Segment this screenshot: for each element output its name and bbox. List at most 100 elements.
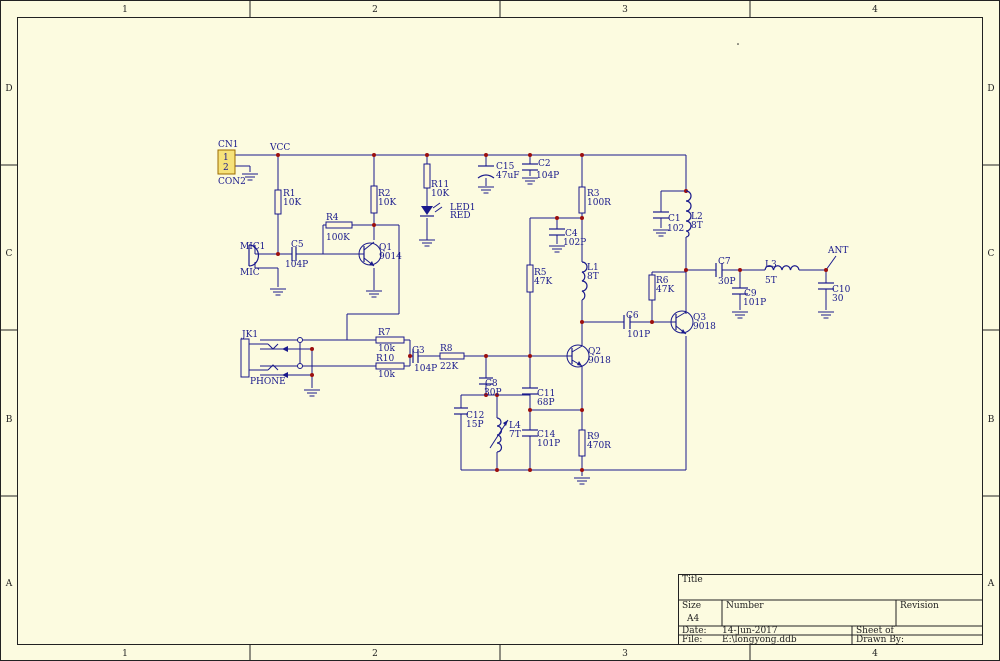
row-label: B [988,415,995,425]
resistor-r10: R10 10k [375,354,405,380]
c15-ref: C15 [496,162,515,172]
c4-ref: C4 [565,229,578,239]
row-label: D [987,84,994,94]
r11-ref: R11 [431,180,449,190]
row-label: C [988,249,995,259]
size-value: A4 [686,614,699,624]
r10-ref: R10 [376,354,395,364]
jk1-ref: JK1 [241,330,258,340]
c8-ref: C8 [485,379,498,389]
cn1-value: CON2 [218,177,246,187]
c12-ref: C12 [466,411,484,421]
row-label: A [987,579,995,589]
q1-ref: Q1 [379,243,392,253]
mic1-ref: MIC1 [240,242,265,252]
capacitor-c4: C4 102P [548,228,586,253]
r9-ref: R9 [587,432,600,442]
l2-ref: L2 [691,212,703,222]
q2-value: 9018 [588,356,611,366]
vcc-label: VCC [269,143,290,153]
col-label: 2 [372,5,378,15]
c14-ref: C14 [537,430,556,440]
resistor-r8: R8 22K [439,344,465,372]
transistor-q1: Q1 9014 [358,241,402,298]
size-label: Size [682,601,701,611]
c11-value: 68P [537,398,555,408]
drawn-by-label: Drawn By: [856,635,904,645]
c7-ref: C7 [718,257,731,267]
capacitor-c5: C5 104P [285,240,308,270]
c5-value: 104P [285,260,308,270]
col-label: 1 [122,649,128,659]
c12-value: 15P [466,420,484,430]
c3-value: 104P [414,364,437,374]
led1-value: RED [450,211,471,221]
row-label: C [6,249,13,259]
c15-value: 47uF [496,171,520,181]
c2-value: 104P [536,171,559,181]
r8-value: 22K [440,362,458,372]
capacitor-c2: C2 104P [521,159,559,185]
l1-ref: L1 [587,263,599,273]
cn1-ref: CN1 [218,140,239,150]
c7-value: 30P [718,277,736,287]
jk1-value: PHONE [250,377,286,387]
cn1-pin1: 1 [223,153,229,163]
l4-ref: L4 [509,421,521,431]
c6-value: 101P [627,330,650,340]
capacitor-c6: C6 101P [623,311,650,340]
r5-value: 47K [534,277,552,287]
q1-value: 9014 [379,252,402,262]
inductor-l1: L1 8T [581,261,599,301]
microphone-mic1: MIC1 MIC [240,242,287,296]
r8-ref: R8 [440,344,453,354]
r4-value: 100K [326,233,350,243]
sheet-label: Sheet of [856,626,895,636]
capacitor-c3: C3 104P [412,346,437,374]
resistor-r2: R2 10K [370,185,396,214]
col-label: 4 [872,5,878,15]
col-label: 3 [622,649,628,659]
inductor-l2: L2 8T [685,190,703,238]
r11-value: 10K [431,189,449,199]
number-label: Number [726,601,764,611]
title-block: Title Size A4 Number Revision Date: 14-J… [678,574,983,645]
c6-ref: C6 [626,311,639,321]
transistor-q2: Q2 9018 [566,344,611,368]
resistor-r11: R11 10K [423,163,449,199]
c9-value: 101P [743,298,766,308]
junctions [276,153,828,472]
col-label: 2 [372,649,378,659]
file-label: File: [682,635,702,645]
row-label: B [6,415,13,425]
c2-ref: C2 [538,159,551,169]
resistor-r4: R4 100K [325,213,353,243]
resistor-r5: R5 47K [526,264,552,293]
l1-value: 8T [587,272,599,282]
resistor-r3: R3 100R [578,186,611,214]
c10-ref: C10 [832,285,851,295]
date-value: 14-Jun-2017 [722,626,778,636]
capacitor-c1: C1 102 [652,211,684,237]
capacitor-c8: C8 30P [479,377,502,398]
c5-ref: C5 [291,240,304,250]
resistor-r6: R6 47K [648,274,674,301]
mic1-value: MIC [240,268,260,278]
c11-ref: C11 [537,389,555,399]
l3-ref: L3 [765,260,777,270]
resistor-r9: R9 470R [573,429,611,485]
r9-value: 470R [587,441,611,451]
col-label: 3 [622,5,628,15]
r5-ref: R5 [534,268,547,278]
r6-value: 47K [656,285,674,295]
c3-ref: C3 [412,346,425,356]
l4-value: 7T [509,430,521,440]
stray-mark [737,43,739,45]
led1: LED1 RED [418,202,476,247]
c4-value: 102P [563,238,586,248]
r7-ref: R7 [378,328,391,338]
capacitor-c7: C7 30P [715,257,736,287]
c8-value: 30P [484,388,502,398]
